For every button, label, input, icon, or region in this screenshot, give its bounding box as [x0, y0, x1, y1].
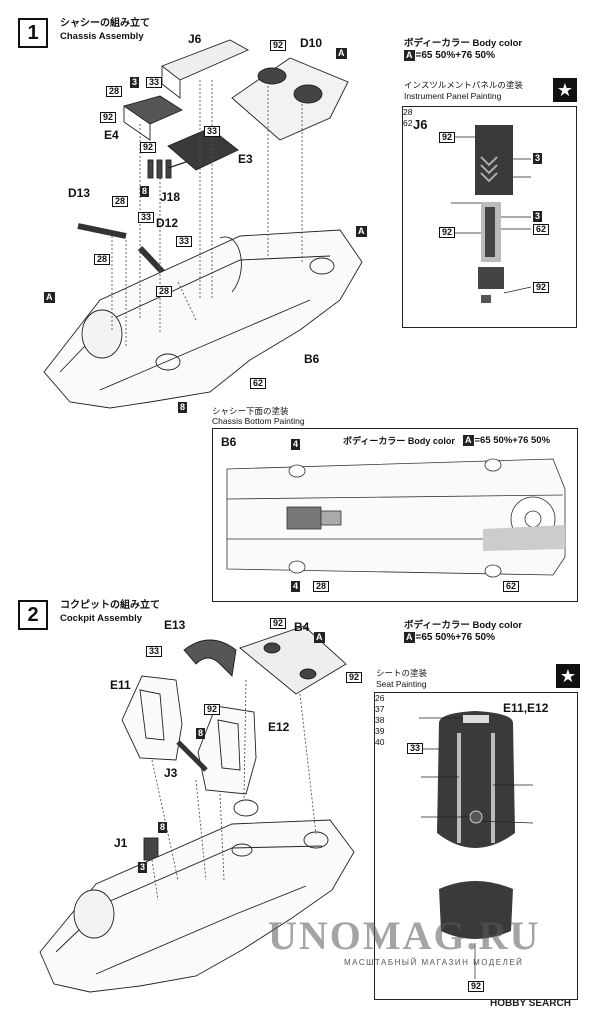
marker-a: A	[44, 292, 55, 303]
callout-8: 8	[140, 186, 150, 197]
callout-33: 28	[112, 196, 129, 207]
instrument-panel-frame: J6 92 3 28 62 3 62 92 92	[402, 106, 577, 328]
seat-title-en: Seat Painting	[376, 679, 427, 689]
seat-callout-33: 33	[407, 743, 424, 754]
marker-a: A	[336, 48, 347, 59]
step-2-body-color-mix-text: =65 50%+76 50%	[415, 632, 496, 643]
callout-92: 92	[270, 618, 287, 629]
part-label-d13: D13	[68, 186, 91, 200]
callout-3: 3	[130, 77, 140, 88]
seat-callout-26: 26	[375, 693, 385, 703]
callout-33: 33	[204, 126, 221, 137]
step-2-number: 2	[18, 600, 48, 630]
part-label-e12: E12	[268, 720, 290, 734]
callout-62: 62	[533, 224, 550, 235]
callout-62: 62	[403, 118, 413, 128]
step-1-number: 1	[18, 18, 48, 48]
callout-62: 62	[503, 581, 520, 592]
callout-62: 62	[250, 378, 267, 389]
color-a-badge: A	[404, 632, 415, 643]
seat-part-label: E11,E12	[503, 701, 549, 715]
callout-4: 4	[291, 439, 301, 450]
callout-92: 92	[533, 282, 550, 293]
part-label-j3: J3	[164, 766, 178, 780]
step-2-body-color-mix: A=65 50%+76 50%	[404, 632, 495, 643]
step-1-body-color-mix: A=65 50%+76 50%	[404, 50, 495, 61]
callout-92: 92	[100, 112, 117, 123]
color-a-badge: A	[404, 50, 415, 61]
seat-callout-92: 92	[468, 981, 485, 992]
seat-callout-38: 38	[375, 715, 385, 725]
callout-28: 28	[313, 581, 330, 592]
watermark-sub: МАСШТАБНЫЙ МАГАЗИН МОДЕЛЕЙ	[344, 958, 524, 967]
callout-92: 92	[204, 704, 221, 715]
step-2-body-color-label: ボディーカラー Body color	[404, 620, 523, 631]
callout-28: 28	[156, 286, 173, 297]
chassis-bottom-part-label: B6	[221, 435, 237, 449]
callout-8: 8	[178, 402, 188, 413]
part-label-d12: D12	[156, 216, 179, 230]
callout-28: 28	[94, 254, 111, 265]
callout-8: 8	[196, 728, 206, 739]
callout-33: 33	[146, 646, 163, 657]
part-label-e13: E13	[164, 618, 186, 632]
chassis-bottom-title-en: Chassis Bottom Painting	[212, 416, 305, 426]
star-icon: ★	[553, 78, 577, 102]
callout-92: 92	[439, 227, 456, 238]
hobby-search-logo: HOBBY SEARCH	[490, 998, 571, 1009]
callout-28: 28	[403, 107, 413, 117]
part-label-j1: J1	[114, 836, 128, 850]
part-label-b4: B4	[294, 620, 310, 634]
callout-28: 28	[106, 86, 123, 97]
panel-title-jp: インスツルメントパネルの塗装	[404, 80, 523, 90]
seat-callout-39: 39	[375, 726, 385, 736]
chassis-bottom-title-jp: シャシー下面の塗装	[212, 406, 289, 416]
callout-92: 92	[270, 40, 287, 51]
panel-title-en: Instrument Panel Painting	[404, 91, 502, 101]
seat-callout-37: 37	[375, 704, 385, 714]
step-1-title-jp: シャシーの組み立て	[60, 18, 150, 29]
part-label-b6: B6	[304, 352, 320, 366]
part-label-d10: D10	[300, 36, 323, 50]
callout-28: 33	[138, 212, 155, 223]
seat-callout-40: 40	[375, 737, 385, 747]
chassis-bottom-frame: B6 ボディーカラー Body color A=65 50%+76 50% 4 …	[212, 428, 578, 602]
part-label-j18: J18	[160, 190, 181, 204]
callout-33: 33	[176, 236, 193, 247]
marker-a: A	[314, 632, 325, 643]
step-1-title-en: Chassis Assembly	[60, 31, 144, 42]
chassis-bottom-body-color-mix-text: =65 50%+76 50%	[474, 435, 551, 446]
star-icon: ★	[556, 664, 580, 688]
instrument-panel-drawing	[451, 125, 532, 303]
callout-4: 4	[291, 581, 301, 592]
part-label-e3: E3	[238, 152, 253, 166]
step-2-title-en: Cockpit Assembly	[60, 613, 143, 624]
step-1-body-color-mix-text: =65 50%+76 50%	[415, 50, 496, 61]
marker-a: A	[356, 226, 367, 237]
part-label-e4: E4	[104, 128, 119, 142]
callout-33: 33	[146, 77, 163, 88]
callout-92: 92	[439, 132, 456, 143]
watermark-main: UNOMAG.RU	[268, 913, 541, 958]
chassis-bottom-body-color-label: ボディーカラー Body color	[343, 436, 455, 446]
panel-part-label: J6	[413, 117, 428, 132]
part-label-j6: J6	[188, 32, 202, 46]
color-a-badge: A	[463, 435, 474, 446]
callout-3: 3	[533, 211, 543, 222]
chassis-bottom-drawing	[226, 458, 566, 578]
callout-92: 92	[140, 142, 157, 153]
seat-title-jp: シートの塗装	[376, 668, 428, 678]
callout-3: 3	[138, 862, 148, 873]
callout-3: 3	[533, 153, 543, 164]
part-label-e11: E11	[110, 678, 131, 692]
chassis-bottom-body-color-mix: A=65 50%+76 50%	[463, 435, 550, 446]
seat-painting-frame: E11,E12 26 33 37 38 39 40 92	[374, 692, 578, 1000]
chassis-assembly-drawing	[43, 39, 363, 409]
seat-painting-drawing	[419, 711, 534, 979]
callout-92: 92	[346, 672, 363, 683]
callout-8: 8	[158, 822, 168, 833]
step-1-body-color-label: ボディーカラー Body color	[404, 38, 523, 49]
step-2-title-jp: コクピットの組み立て	[60, 600, 160, 611]
